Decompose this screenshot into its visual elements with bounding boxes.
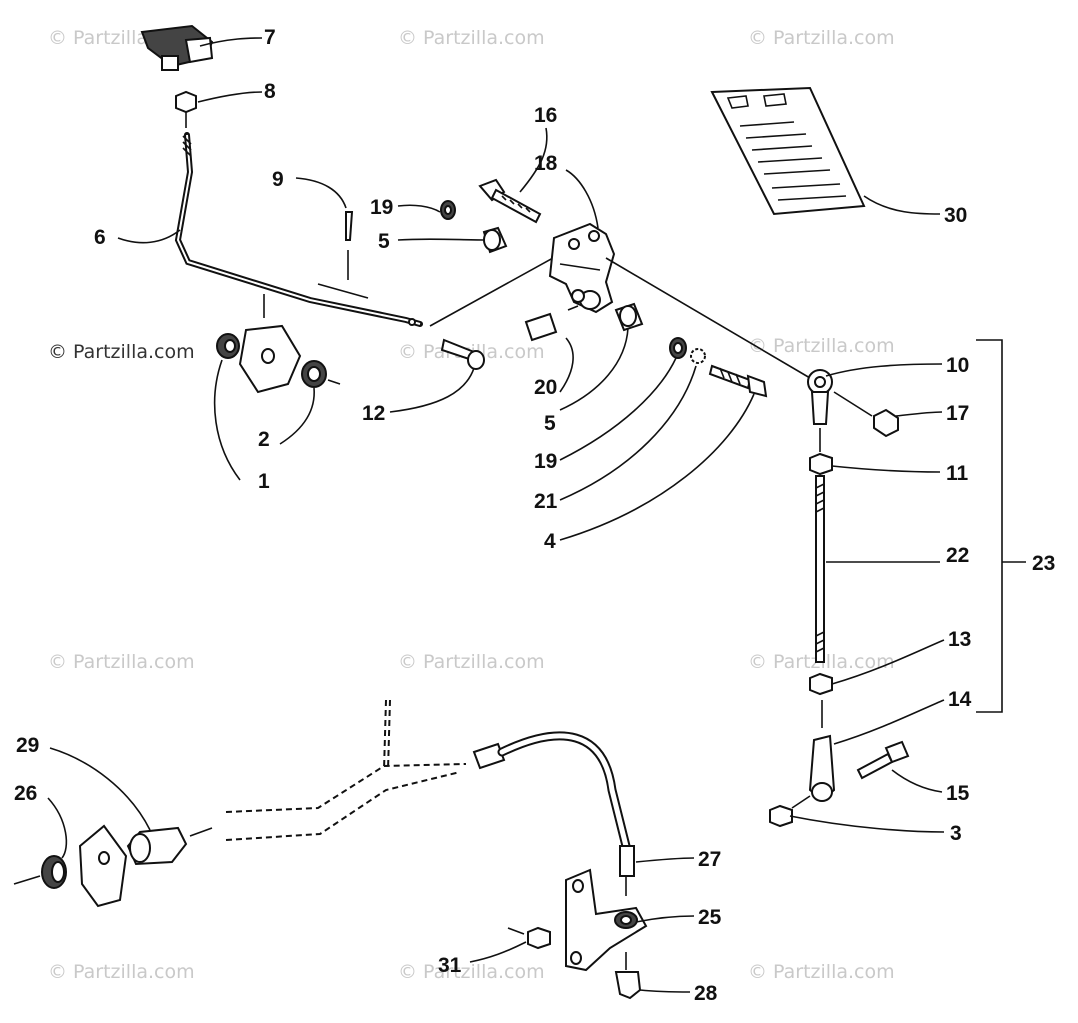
- callout-21: 21: [534, 490, 558, 513]
- callout-4: 4: [544, 530, 556, 553]
- control-cable: [497, 731, 635, 896]
- cable-bracket: [507, 868, 648, 1000]
- callout-8: 8: [264, 80, 276, 103]
- warning-decal: [710, 86, 866, 216]
- mount-bolt: [478, 178, 542, 224]
- callout-19: 19: [370, 196, 393, 219]
- watermark: © Partzilla.com: [748, 335, 895, 357]
- callout-23: 23: [1032, 552, 1055, 575]
- watermark: © Partzilla.com: [48, 961, 195, 983]
- callout-29: 29: [16, 734, 39, 757]
- reverse-switch: [13, 824, 213, 908]
- callout-30: 30: [944, 204, 967, 227]
- callout-labels: 7 8 6 9 19 5 16 18 30 2 1 12 20 5 19 21 …: [14, 26, 1055, 1005]
- washer-bushing-top: [440, 200, 508, 254]
- callout-25: 25: [698, 906, 722, 929]
- callout-9: 9: [272, 168, 284, 191]
- callout-31: 31: [438, 954, 462, 977]
- wire-harness: [225, 699, 506, 841]
- watermark: © Partzilla.com: [748, 27, 895, 49]
- callout-22: 22: [946, 544, 969, 567]
- callout-27: 27: [698, 848, 721, 871]
- callout-10: 10: [946, 354, 969, 377]
- cotter-pin: [345, 211, 354, 280]
- callout-16: 16: [534, 104, 557, 127]
- callout-19: 19: [534, 450, 557, 473]
- callout-6: 6: [94, 226, 106, 249]
- callout-11: 11: [946, 462, 969, 485]
- callout-1: 1: [258, 470, 270, 493]
- watermark: © Partzilla.com: [748, 961, 895, 983]
- lever-plate: [216, 294, 341, 394]
- shift-linkage: [769, 369, 910, 828]
- callout-13: 13: [948, 628, 971, 651]
- watermark: © Partzilla.com: [48, 651, 195, 673]
- callout-15: 15: [946, 782, 970, 805]
- watermark: © Partzilla.com: [398, 651, 545, 673]
- callout-12: 12: [362, 402, 385, 425]
- watermark: © Partzilla.com: [398, 961, 545, 983]
- jam-nut: [175, 90, 197, 128]
- callout-20: 20: [534, 376, 557, 399]
- callout-28: 28: [694, 982, 718, 1005]
- pin-bushing-lower: [524, 302, 644, 342]
- callout-17: 17: [946, 402, 969, 425]
- callout-5: 5: [544, 412, 556, 435]
- shift-bracket: [548, 222, 616, 314]
- part-drawings: [13, 24, 910, 1000]
- callout-26: 26: [14, 782, 37, 805]
- washer-bolt-lower: [605, 257, 811, 398]
- watermark: © Partzilla.com: [48, 341, 195, 363]
- leader-lines: [47, 37, 1026, 993]
- shift-knob: [140, 24, 214, 71]
- shift-lever: [174, 132, 423, 327]
- callout-5: 5: [378, 230, 390, 253]
- callout-3: 3: [950, 822, 962, 845]
- callout-2: 2: [258, 428, 270, 451]
- watermark: © Partzilla.com: [398, 27, 545, 49]
- callout-18: 18: [534, 152, 558, 175]
- callout-14: 14: [948, 688, 972, 711]
- callout-7: 7: [264, 26, 276, 49]
